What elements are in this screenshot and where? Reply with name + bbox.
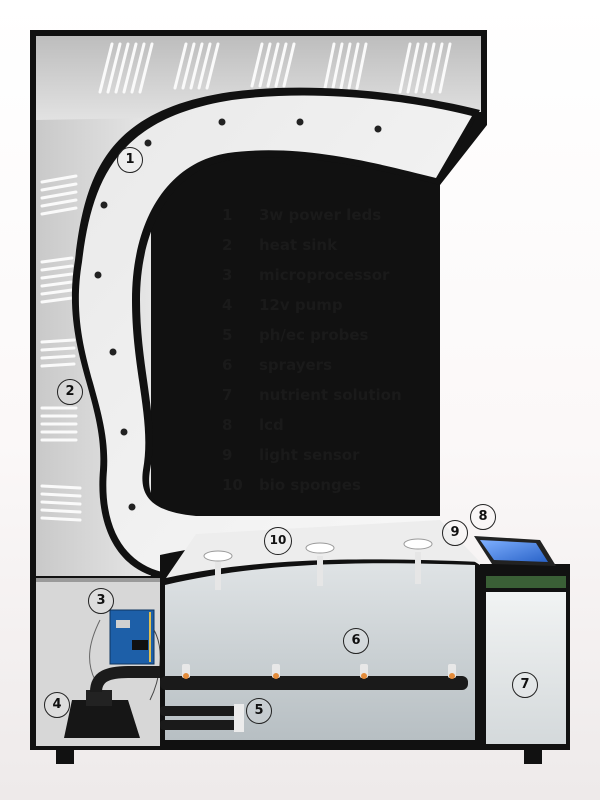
callout-marker-5: 5 [246,698,272,724]
callout-marker-4: 4 [44,692,70,718]
legend-label: lcd [259,416,284,434]
legend-row: 1 3w power leds [222,205,422,235]
legend-row: 10 bio sponges [222,475,422,505]
legend-label: heat sink [259,236,338,254]
legend-label: nutrient solution [259,386,402,404]
legend-row: 5 ph/ec probes [222,325,422,355]
left-vent-slots [40,174,82,522]
legend-row: 2 heat sink [222,235,422,265]
legend-row: 9 light sensor [222,445,422,475]
legend-label: microprocessor [259,266,390,284]
sprayer-pipe [160,664,468,690]
legend-number: 8 [222,416,233,434]
legend-row: 3 microprocessor [222,265,422,295]
callout-marker-3: 3 [88,588,114,614]
ph-ec-probes [160,704,244,732]
legend-label: bio sponges [259,476,361,494]
legend: 1 3w power leds 2 heat sink 3 microprocesso… [222,205,422,505]
cabinet-feet [56,750,542,764]
callout-marker-7: 7 [512,672,538,698]
lcd-display [474,536,556,566]
callout-marker-8: 8 [470,504,496,530]
legend-label: 3w power leds [259,206,382,224]
legend-number: 10 [222,476,243,494]
legend-number: 5 [222,326,233,344]
legend-number: 6 [222,356,233,374]
legend-number: 4 [222,296,233,314]
callout-marker-9: 9 [442,520,468,546]
microprocessor-board [89,609,161,701]
legend-label: ph/ec probes [259,326,369,344]
legend-label: light sensor [259,446,360,464]
pump [64,666,190,738]
legend-row: 4 12v pump [222,295,422,325]
spray-tray [160,520,480,745]
legend-number: 2 [222,236,233,254]
callout-marker-10: 10 [264,527,292,555]
legend-number: 7 [222,386,233,404]
legend-row: 8 lcd [222,415,422,445]
callout-marker-6: 6 [343,628,369,654]
legend-label: 12v pump [259,296,343,314]
legend-number: 1 [222,206,233,224]
top-vent-slots [98,42,452,94]
legend-row: 7 nutrient solution [222,385,422,415]
legend-row: 6 sprayers [222,355,422,385]
legend-number: 9 [222,446,233,464]
legend-number: 3 [222,266,233,284]
legend-label: sprayers [259,356,333,374]
nutrient-tank [480,564,570,750]
callout-marker-1: 1 [117,147,143,173]
callout-marker-2: 2 [57,379,83,405]
